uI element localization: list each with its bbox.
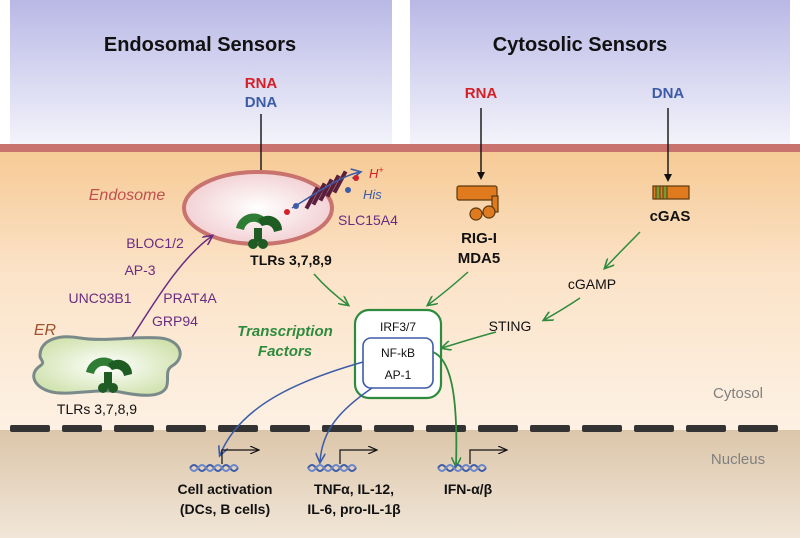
- cytosolic-rna-label: RNA: [465, 85, 498, 102]
- rigi-icon: [456, 185, 499, 221]
- cytokines-label-line1: TNFα, IL-12,: [314, 481, 394, 497]
- cgamp-to-sting-arrow: [544, 297, 581, 320]
- sting-label: STING: [489, 318, 532, 334]
- endosomal-dna-label: DNA: [245, 94, 278, 111]
- ifn-label: IFN-α/β: [444, 481, 493, 497]
- his-label: His: [363, 187, 382, 202]
- endosomal-header-panel: [10, 0, 392, 146]
- dna-gene-cytokines-icon: [307, 450, 376, 472]
- cgas-label: cGAS: [650, 208, 691, 225]
- tlr-er-icon: [86, 357, 133, 393]
- tlrs-endosomal-label: TLRs 3,7,8,9: [250, 252, 332, 268]
- cell-activation-sublabel: (DCs, B cells): [180, 501, 270, 517]
- cell-activation-label: Cell activation: [178, 481, 273, 497]
- er-label: ER: [34, 322, 57, 339]
- dna-gene-ifn-icon: [437, 450, 506, 472]
- his-molecule: [293, 203, 299, 209]
- nucleus-region: [0, 430, 800, 538]
- his-out-molecule: [345, 187, 351, 193]
- prat4a-label: PRAT4A: [163, 290, 217, 306]
- ap3-label: AP-3: [124, 262, 155, 278]
- nuclear-envelope: [10, 425, 778, 432]
- sting-to-tf-arrow: [442, 331, 497, 348]
- tlr-endosomal-icon: [236, 213, 283, 249]
- unc93b1-label: UNC93B1: [68, 290, 131, 306]
- rigi-label: RIG-I: [461, 230, 497, 247]
- tlr-to-tf-arrow: [313, 273, 348, 305]
- endosome-label: Endosome: [89, 187, 166, 204]
- h-plus-label: H+: [369, 165, 384, 181]
- nfkb-label: NF-kB: [381, 346, 415, 360]
- cytosolic-header-panel: [410, 0, 790, 146]
- bloc-label: BLOC1/2: [126, 235, 184, 251]
- grp94-label: GRP94: [152, 313, 198, 329]
- tf-title-line2: Factors: [258, 343, 312, 360]
- cgas-to-cgamp-arrow: [605, 231, 641, 268]
- plasma-membrane: [0, 144, 800, 152]
- endosomal-sensors-title: Endosomal Sensors: [104, 34, 296, 56]
- cytosol-label: Cytosol: [713, 385, 763, 402]
- cgamp-label: cGAMP: [568, 276, 616, 292]
- nucleus-label: Nucleus: [711, 451, 765, 468]
- ap1-label: AP-1: [385, 368, 412, 382]
- nfkb-ap1-box: [362, 337, 434, 389]
- cgas-icon: [652, 185, 690, 200]
- tf-title-line1: Transcription: [237, 323, 333, 340]
- irf-label: IRF3/7: [380, 320, 416, 334]
- proton-molecule: [284, 209, 290, 215]
- proton-out-molecule: [353, 175, 359, 181]
- tf-to-cell-activation-arrow: [220, 361, 364, 455]
- tlrs-er-label: TLRs 3,7,8,9: [57, 401, 137, 417]
- dna-gene-cell-activation-icon: [189, 450, 258, 472]
- cytosolic-sensors-title: Cytosolic Sensors: [493, 34, 668, 56]
- cytosolic-dna-label: DNA: [652, 85, 685, 102]
- rigi-to-tf-arrow: [428, 271, 469, 305]
- trafficking-arrow: [124, 236, 212, 349]
- slc15a4-label: SLC15A4: [338, 212, 398, 228]
- tf-to-cytokines-arrow: [320, 387, 373, 462]
- endosomal-rna-label: RNA: [245, 75, 278, 92]
- tf-to-ifn-arrow: [432, 351, 456, 466]
- mda5-label: MDA5: [458, 250, 501, 267]
- cytokines-label-line2: IL-6, pro-IL-1β: [307, 501, 401, 517]
